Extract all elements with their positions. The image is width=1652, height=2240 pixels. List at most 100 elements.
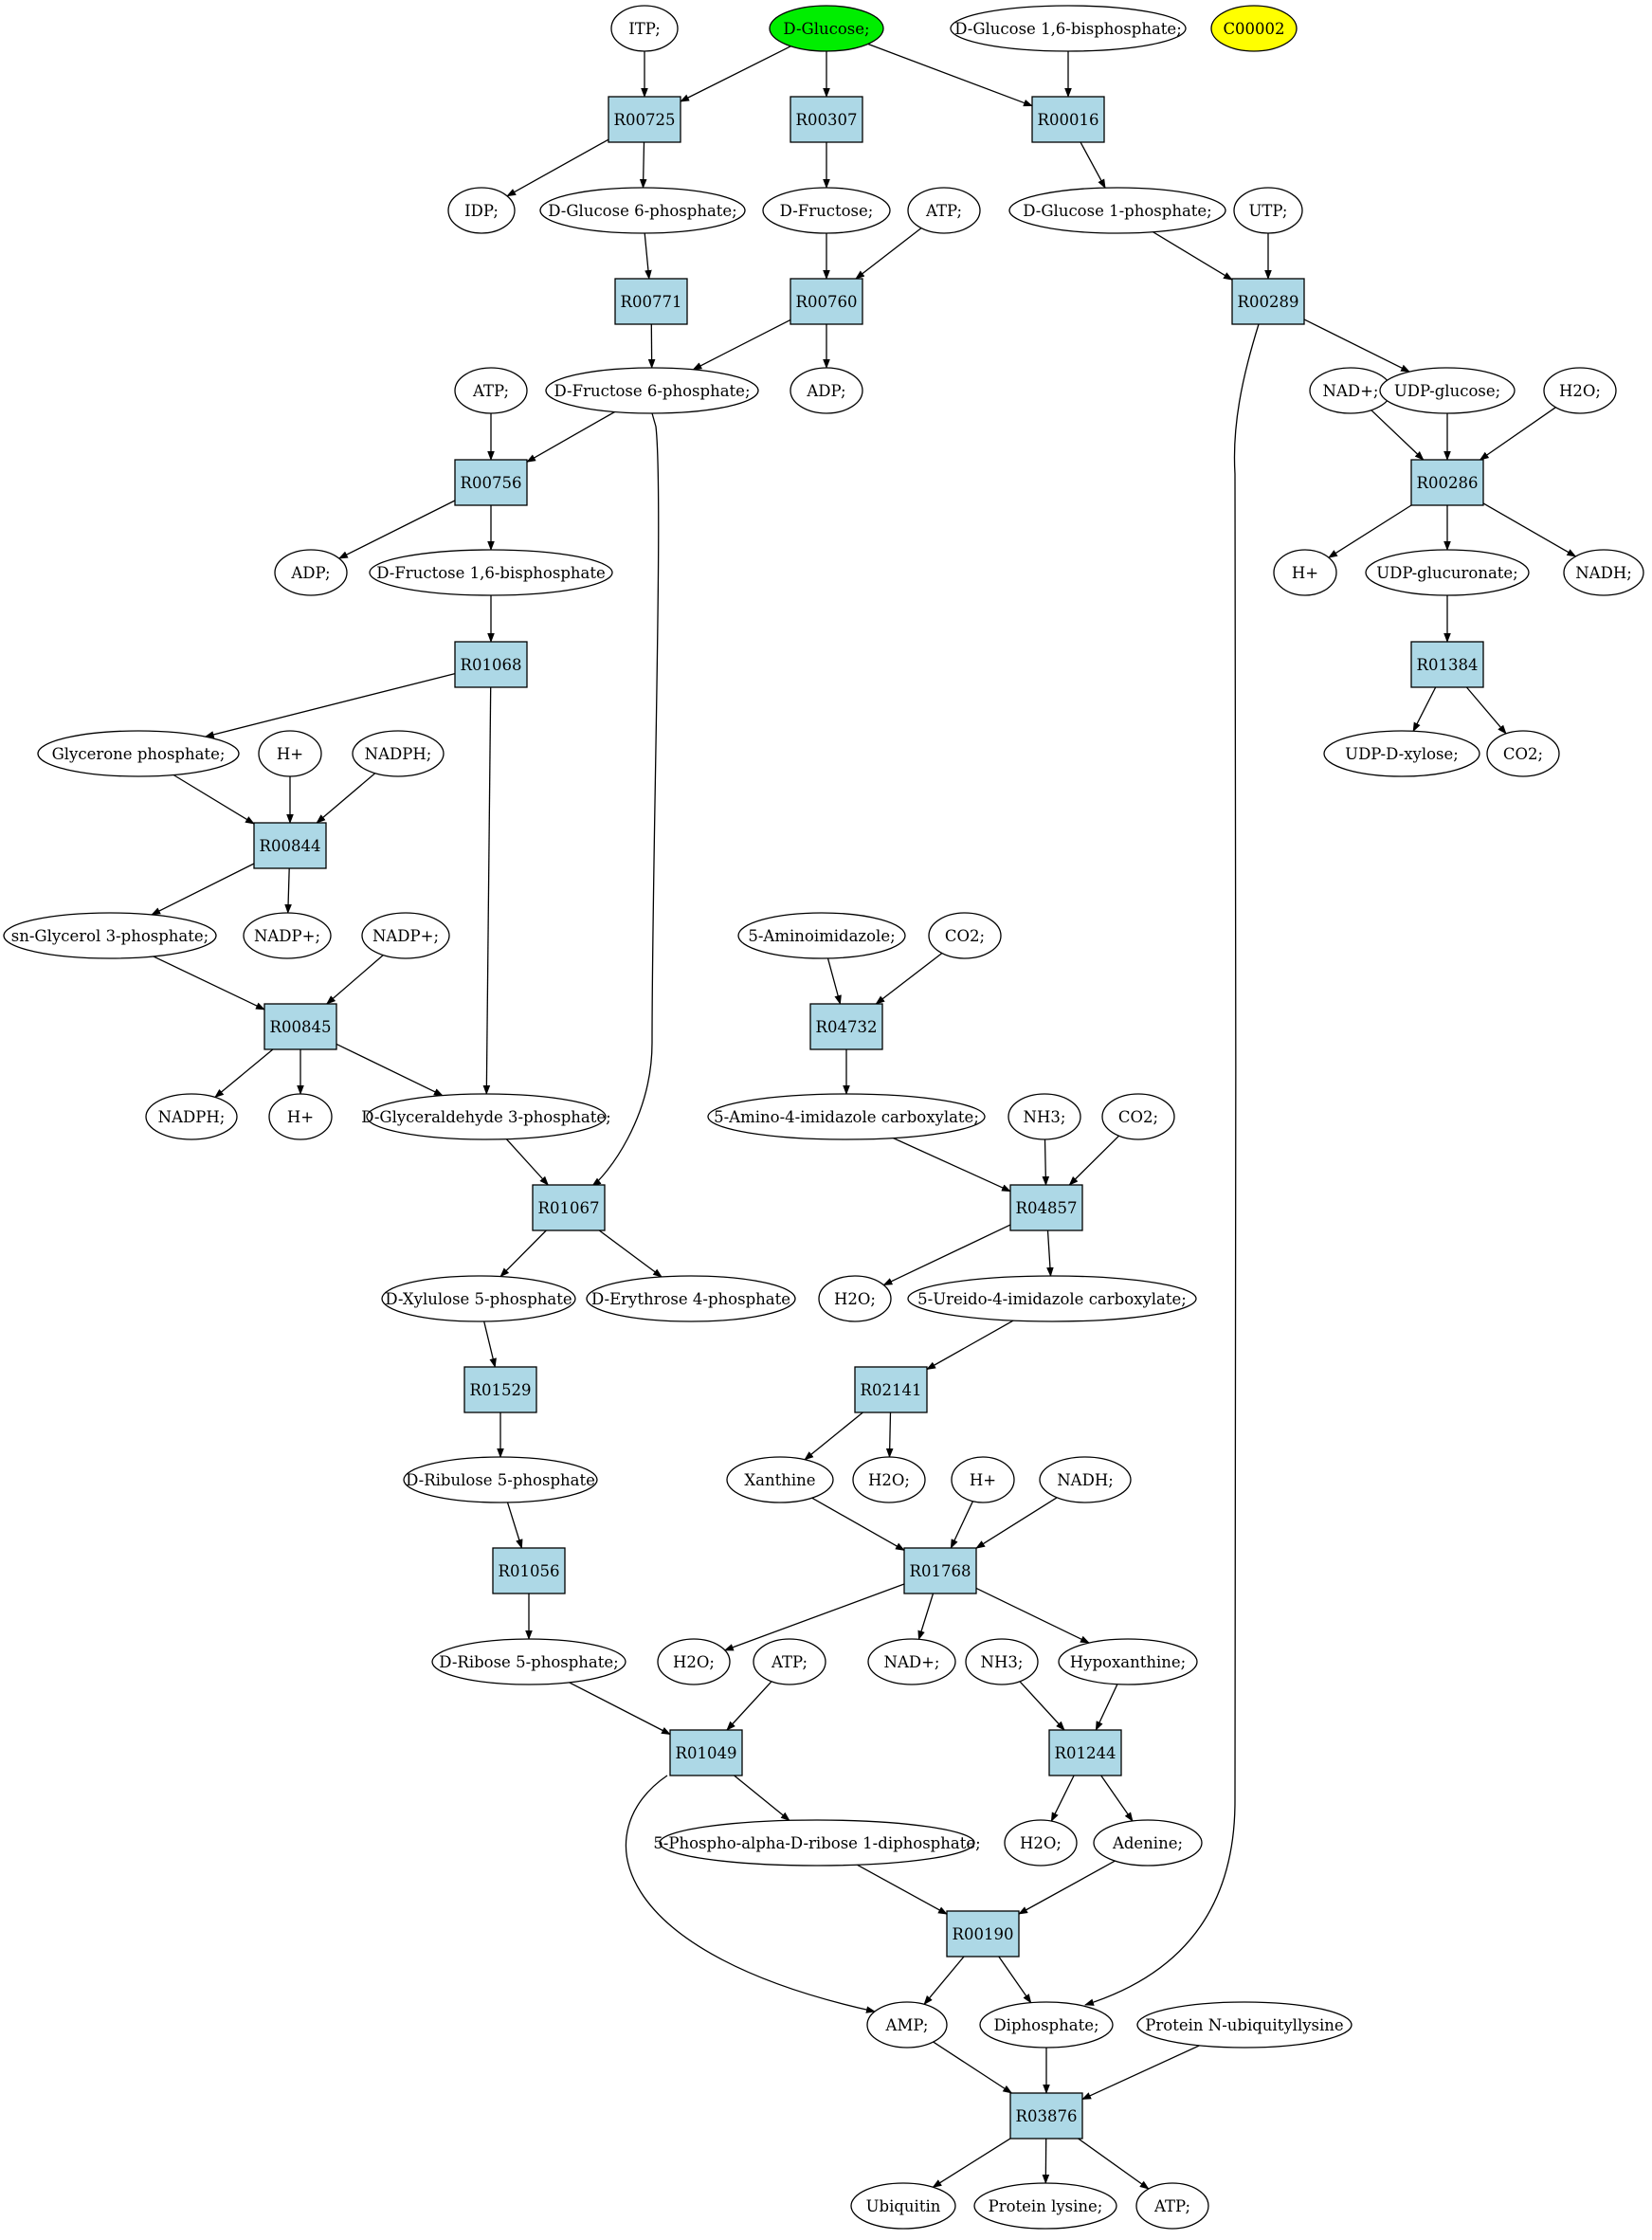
compound-label: NADPH; — [158, 1108, 226, 1126]
compound-node-f16bp[interactable]: D-Fructose 1,6-bisphosphate — [369, 549, 613, 596]
compound-node-hplus4[interactable]: H+ — [951, 1456, 1015, 1503]
compound-node-atp3[interactable]: ATP; — [753, 1638, 826, 1685]
compound-node-nh3a[interactable]: NH3; — [1008, 1093, 1081, 1140]
compound-node-xanthine[interactable]: Xanthine — [726, 1456, 834, 1503]
reaction-node-r02141[interactable]: R02141 — [854, 1366, 928, 1413]
compound-ellipse — [657, 1638, 731, 1685]
compound-node-udpxyl[interactable]: UDP-D-xylose; — [1323, 730, 1480, 777]
compound-node-e4p[interactable]: D-Erythrose 4-phosphate — [586, 1275, 796, 1322]
compound-label: ITP; — [628, 20, 661, 38]
compound-label: H+ — [1292, 564, 1318, 582]
compound-label: H2O; — [1559, 382, 1601, 400]
compound-node-nadpplus1[interactable]: NADP+; — [243, 912, 332, 959]
reaction-node-r01068[interactable]: R01068 — [454, 641, 528, 688]
compound-node-protlys[interactable]: Protein lysine; — [973, 2182, 1117, 2230]
compound-ellipse — [1101, 1093, 1175, 1140]
reaction-node-r03876[interactable]: R03876 — [1009, 2092, 1083, 2140]
compound-node-f6p[interactable]: D-Fructose 6-phosphate; — [545, 367, 759, 414]
compound-node-h2o1[interactable]: H2O; — [1543, 367, 1617, 414]
reaction-node-r00289[interactable]: R00289 — [1231, 278, 1305, 325]
reaction-node-r01056[interactable]: R01056 — [492, 1547, 566, 1594]
compound-node-nadh1[interactable]: NADH; — [1563, 549, 1644, 596]
edge-nh3a-to-R04857 — [1042, 1138, 1050, 1186]
compound-ellipse — [1093, 1819, 1203, 1867]
reaction-node-r00756[interactable]: R00756 — [454, 459, 528, 506]
compound-node-adenine[interactable]: Adenine; — [1093, 1819, 1203, 1867]
compound-node-ureido[interactable]: 5-Ureido-4-imidazole carboxylate; — [907, 1275, 1197, 1322]
compound-node-nh3b[interactable]: NH3; — [965, 1638, 1039, 1685]
compound-node-aminoimid[interactable]: 5-Aminoimidazole; — [737, 912, 906, 959]
compound-node-ubiquitin[interactable]: Ubiquitin — [850, 2182, 956, 2230]
edge-layer — [151, 43, 1577, 2190]
compound-node-adp2[interactable]: ADP; — [274, 549, 348, 596]
compound-node-glyp[interactable]: Glycerone phosphate; — [37, 730, 240, 777]
reaction-node-r00286[interactable]: R00286 — [1410, 459, 1484, 506]
compound-node-co2b[interactable]: CO2; — [928, 912, 1002, 959]
reaction-node-r00845[interactable]: R00845 — [263, 1003, 337, 1050]
compound-label: NADP+; — [254, 927, 320, 945]
compound-node-sng3p[interactable]: sn-Glycerol 3-phosphate; — [3, 912, 217, 959]
compound-node-hypox[interactable]: Hypoxanthine; — [1058, 1638, 1198, 1685]
compound-node-g1p[interactable]: D-Glucose 1-phosphate; — [1008, 187, 1226, 234]
reaction-node-r00771[interactable]: R00771 — [614, 278, 688, 325]
edge-protubq-to-R03876 — [1081, 2045, 1200, 2101]
reaction-node-r01768[interactable]: R01768 — [903, 1547, 977, 1594]
compound-node-ga3p[interactable]: D-Glyceraldehyde 3-phosphate; — [361, 1093, 611, 1140]
compound-node-utp[interactable]: UTP; — [1233, 187, 1303, 234]
reaction-box — [669, 1729, 743, 1776]
compound-node-hplus2[interactable]: H+ — [258, 730, 322, 777]
reaction-node-r01067[interactable]: R01067 — [532, 1184, 606, 1231]
compound-node-h2o2[interactable]: H2O; — [818, 1275, 892, 1322]
compound-node-ru5p[interactable]: D-Ribulose 5-phosphate — [403, 1456, 598, 1503]
edge-R00016-to-g1p — [1080, 141, 1106, 190]
compound-node-co2c[interactable]: CO2; — [1101, 1093, 1175, 1140]
reaction-node-r04732[interactable]: R04732 — [809, 1003, 883, 1050]
reaction-node-r00016[interactable]: R00016 — [1031, 96, 1105, 143]
reaction-node-r01049[interactable]: R01049 — [669, 1729, 743, 1776]
compound-node-udpglc[interactable]: UDP-glucose; — [1379, 367, 1516, 414]
compound-ellipse — [928, 912, 1002, 959]
compound-node-nadp_plus1[interactable]: NAD+; — [1309, 367, 1392, 414]
compound-ellipse — [737, 912, 906, 959]
compound-node-atp2[interactable]: ATP; — [454, 367, 528, 414]
compound-node-nadpplus2[interactable]: NADP+; — [361, 912, 450, 959]
compound-node-adp1[interactable]: ADP; — [790, 367, 863, 414]
compound-node-h2o5[interactable]: H2O; — [1004, 1819, 1078, 1867]
compound-node-nadplus2[interactable]: NAD+; — [867, 1638, 956, 1685]
compound-node-diphos[interactable]: Diphosphate; — [979, 2001, 1114, 2049]
compound-node-c00002[interactable]: C00002 — [1210, 5, 1298, 52]
compound-node-r5p[interactable]: D-Ribose 5-phosphate; — [431, 1638, 626, 1685]
compound-node-atp4[interactable]: ATP; — [1135, 2182, 1209, 2230]
compound-node-itp[interactable]: ITP; — [610, 5, 679, 52]
reaction-node-r00307[interactable]: R00307 — [790, 96, 863, 143]
compound-node-aicarb[interactable]: 5-Amino-4-imidazole carboxylate; — [707, 1093, 986, 1140]
reaction-node-r01529[interactable]: R01529 — [463, 1366, 537, 1413]
reaction-node-r04857[interactable]: R04857 — [1009, 1184, 1083, 1231]
compound-node-glucose[interactable]: D-Glucose; — [769, 5, 884, 52]
reaction-node-r01244[interactable]: R01244 — [1048, 1729, 1122, 1776]
compound-node-atp1[interactable]: ATP; — [907, 187, 981, 234]
compound-node-nadph2[interactable]: NADPH; — [145, 1093, 238, 1140]
compound-node-protubq[interactable]: Protein N-ubiquityllysine — [1136, 2001, 1352, 2049]
compound-node-nadh2[interactable]: NADH; — [1039, 1456, 1132, 1503]
compound-node-g16bp[interactable]: D-Glucose 1,6-bisphosphate; — [950, 5, 1187, 52]
compound-node-hplus1[interactable]: H+ — [1273, 549, 1337, 596]
compound-node-udpglcur[interactable]: UDP-glucuronate; — [1365, 549, 1530, 596]
compound-node-xu5p[interactable]: D-Xylulose 5-phosphate — [381, 1275, 576, 1322]
reaction-node-r00190[interactable]: R00190 — [946, 1910, 1020, 1958]
compound-node-co2a[interactable]: CO2; — [1486, 730, 1560, 777]
compound-node-idp[interactable]: IDP; — [447, 187, 516, 234]
compound-node-h2o3[interactable]: H2O; — [852, 1456, 926, 1503]
compound-node-h2o4[interactable]: H2O; — [657, 1638, 731, 1685]
reaction-node-r00725[interactable]: R00725 — [608, 96, 681, 143]
compound-node-prpp[interactable]: 5-Phospho-alpha-D-ribose 1-diphosphate; — [653, 1819, 981, 1867]
reaction-node-r00760[interactable]: R00760 — [790, 278, 863, 325]
compound-node-fructose[interactable]: D-Fructose; — [762, 187, 891, 234]
reaction-node-r01384[interactable]: R01384 — [1410, 641, 1484, 688]
compound-node-nadph1[interactable]: NADPH; — [352, 730, 445, 777]
compound-node-g6p[interactable]: D-Glucose 6-phosphate; — [539, 187, 746, 234]
reaction-node-r00844[interactable]: R00844 — [253, 822, 327, 869]
compound-node-amp[interactable]: AMP; — [866, 2001, 948, 2049]
compound-label: NADH; — [1575, 564, 1632, 582]
compound-node-hplus3[interactable]: H+ — [268, 1093, 333, 1140]
